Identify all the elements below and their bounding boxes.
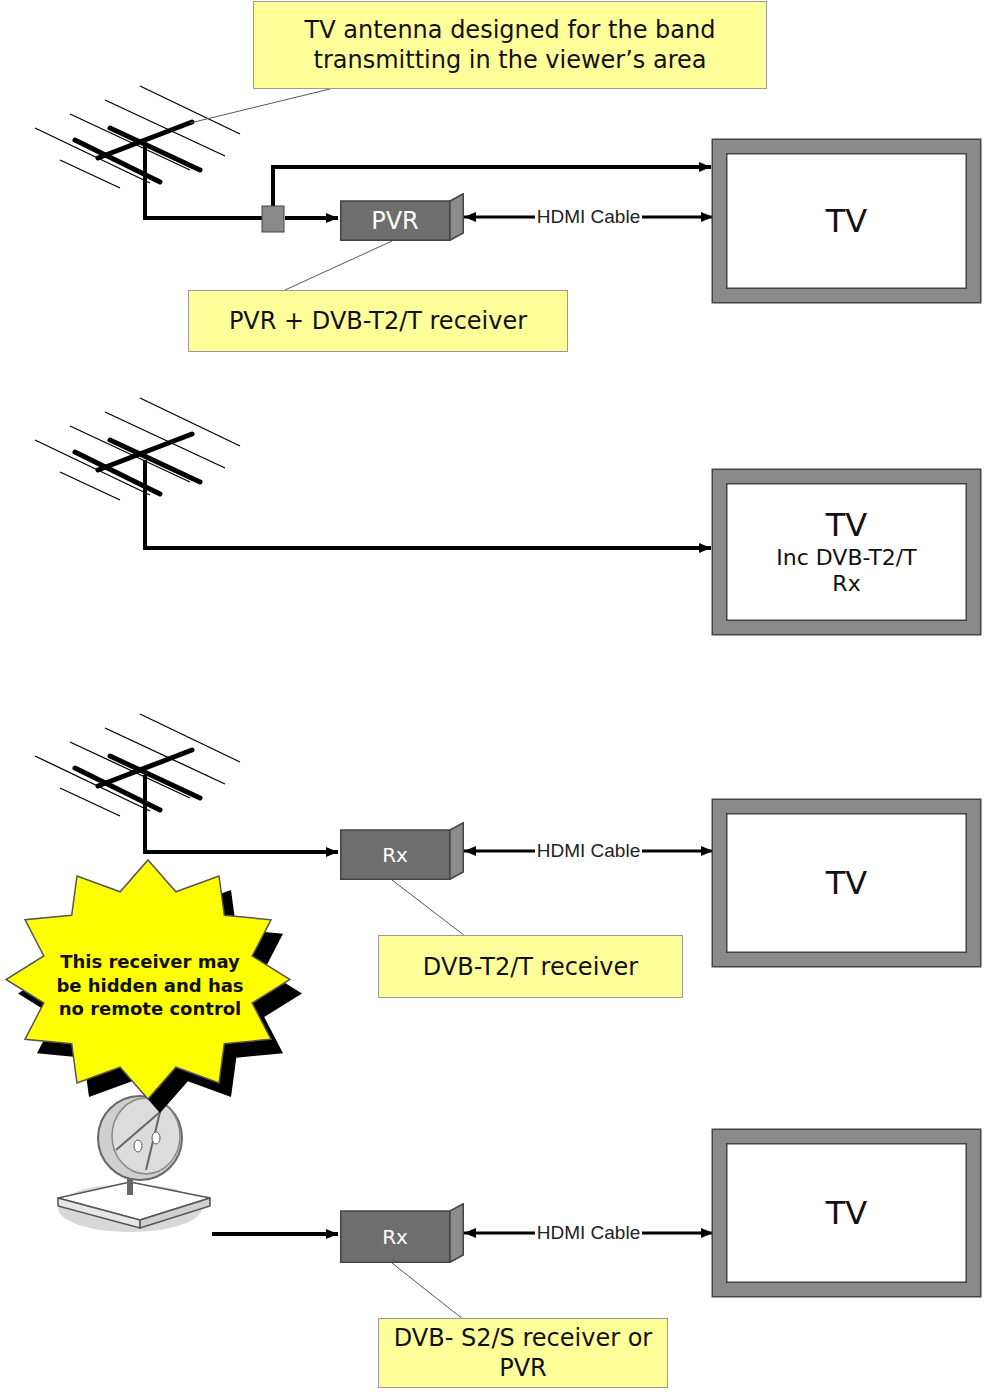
node-text: TV antenna designed for the band transmi… [262,15,758,75]
leader-line [392,880,464,935]
coax-wire [145,775,338,852]
splitter [262,206,284,232]
callout-box: PVR + DVB-T2/T receiver [188,290,568,352]
cable-label: HDMI Cable [535,206,642,228]
node-text: PVR [371,207,419,235]
tv-title: TV [826,864,867,902]
tv-set: TV [713,140,980,302]
coax-wire [212,1232,338,1236]
satellite-dish [58,1096,210,1232]
coax-wire [145,460,711,548]
node-text: Rx [382,1225,408,1249]
tv-title: TV [826,202,867,240]
leader-line [190,89,330,123]
warning-starburst: This receiver may be hidden and has no r… [4,858,304,1113]
receiver-box: Rx [340,1203,464,1263]
tv-antenna [35,714,240,816]
cable-label: HDMI Cable [535,840,642,862]
node-text: DVB- S2/S receiver or PVR [387,1323,659,1383]
receiver-box: PVR [340,193,464,241]
cable-label: HDMI Cable [535,1222,642,1244]
node-text: PVR + DVB-T2/T receiver [197,306,559,336]
tv-subtitle: Inc DVB-T2/T Rx [772,545,922,598]
tv-set: TV [713,1130,980,1296]
callout-box: DVB- S2/S receiver or PVR [378,1318,668,1388]
tv-antenna [35,398,240,500]
node-text: DVB-T2/T receiver [387,952,674,982]
receiver-box: Rx [340,822,464,880]
tv-title: TV [826,506,867,544]
callout-box: DVB-T2/T receiver [378,935,683,998]
leader-line [285,241,392,290]
node-text: This receiver may be hidden and has no r… [55,950,245,1020]
tv-set: TV [713,800,980,966]
leader-line [392,1263,462,1318]
tv-set: TVInc DVB-T2/T Rx [713,470,980,634]
node-text: Rx [382,843,408,867]
tv-antenna [35,86,240,188]
tv-title: TV [826,1194,867,1232]
callout-box: TV antenna designed for the band transmi… [253,1,767,89]
